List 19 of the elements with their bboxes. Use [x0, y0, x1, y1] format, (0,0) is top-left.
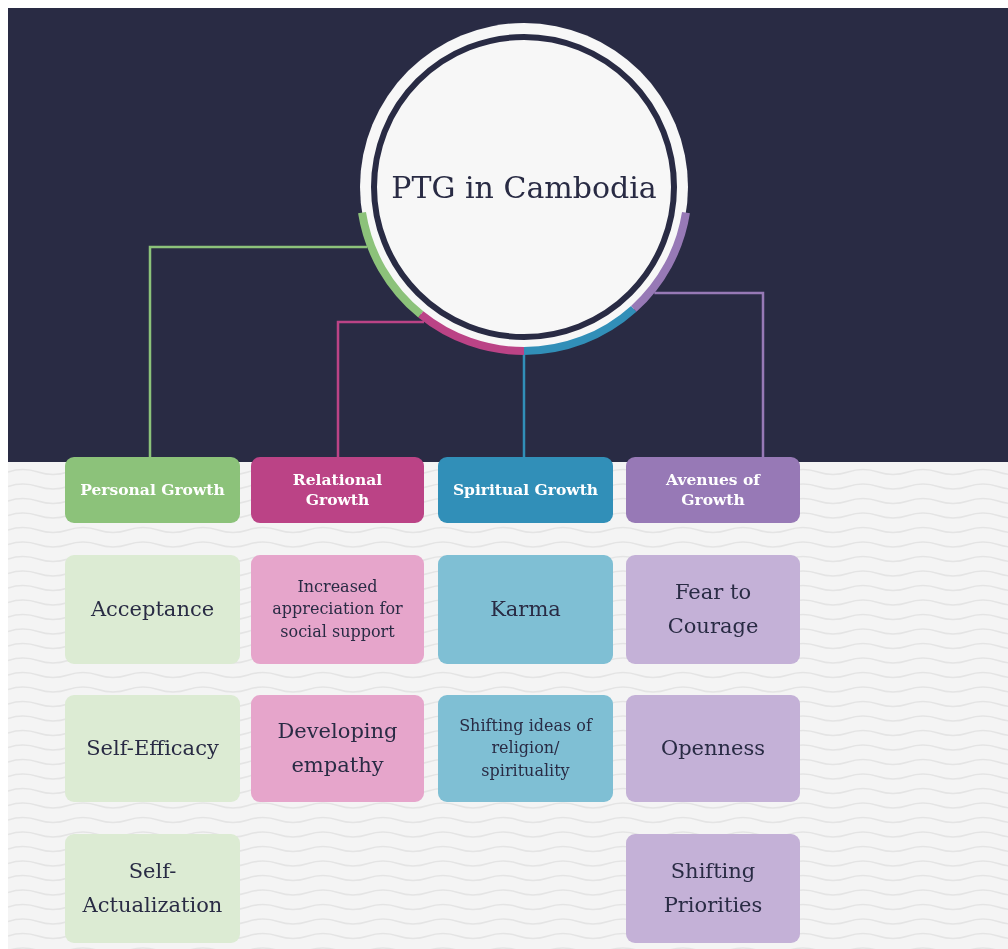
growth-item-card: Developing empathy [251, 695, 424, 802]
growth-item-card: Openness [626, 695, 800, 802]
connector-line [148, 245, 368, 457]
growth-item-card: Acceptance [65, 555, 240, 664]
category-header: Avenues of Growth [626, 457, 800, 523]
growth-item-card: Self-Actualization [65, 834, 240, 943]
category-header: Personal Growth [65, 457, 240, 523]
category-header: Relational Growth [251, 457, 424, 523]
category-header: Spiritual Growth [438, 457, 613, 523]
connector-line [522, 355, 526, 457]
growth-item-card: Self-Efficacy [65, 695, 240, 802]
growth-item-card: Increased appreciation for social support [251, 555, 424, 664]
growth-item-card: Shifting ideas of religion/ spirituality [438, 695, 613, 802]
growth-item-card: Shifting Priorities [626, 834, 800, 943]
growth-item-card: Karma [438, 555, 613, 664]
connector-line [654, 291, 765, 457]
growth-item-card: Fear to Courage [626, 555, 800, 664]
title-text: PTG in Cambodia [391, 169, 657, 205]
connector-line [336, 320, 424, 457]
